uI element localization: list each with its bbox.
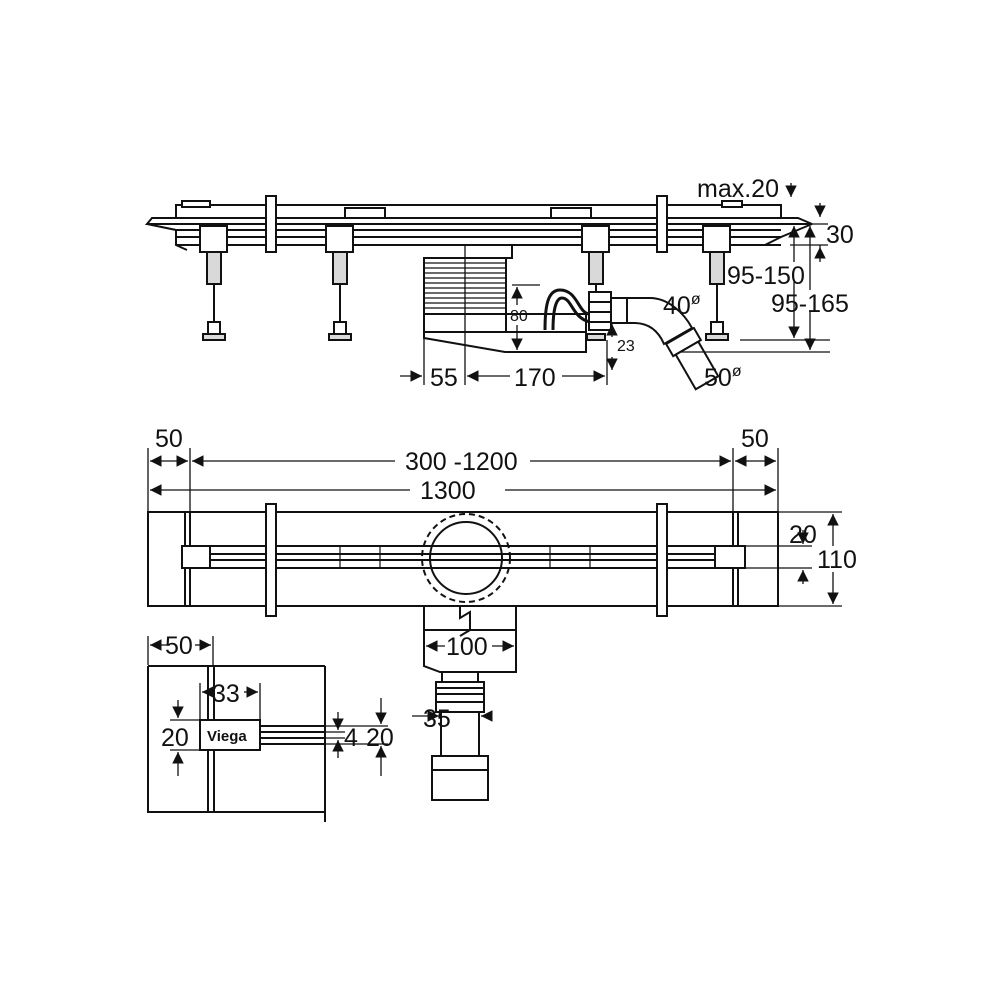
dim-80: 80 bbox=[510, 308, 528, 325]
detail-view: 50 Viega 33 20 4 20 bbox=[147, 632, 394, 822]
dim-cap-20: 20 bbox=[161, 724, 189, 752]
dim-max-20: max.20 bbox=[697, 175, 779, 203]
dim-170: 170 bbox=[514, 364, 556, 392]
dim-detail-margin-50: 50 bbox=[165, 632, 193, 660]
dim-total-width-110: 110 bbox=[817, 546, 857, 574]
dim-channel-length: 300 -1200 bbox=[405, 448, 518, 476]
break-mark bbox=[265, 195, 277, 253]
dim-slot-20: 20 bbox=[366, 724, 394, 752]
break-mark bbox=[656, 195, 668, 253]
dim-total-1300: 1300 bbox=[420, 477, 476, 505]
dim-95-165: 95-165 bbox=[771, 290, 849, 318]
top-view: 50 300 -1200 50 1300 100 bbox=[147, 425, 857, 801]
dim-23: 23 bbox=[617, 338, 635, 355]
dim-diameter-50: 50ø bbox=[704, 363, 742, 392]
dim-outlet-100: 100 bbox=[446, 633, 488, 661]
dim-slot-gap-4: 4 bbox=[344, 724, 358, 752]
dim-outlet-35: 35 bbox=[423, 705, 451, 733]
outlet-pipe: 35 bbox=[412, 671, 493, 801]
dim-diameter-40: 40ø bbox=[663, 291, 701, 320]
adjustable-foot bbox=[325, 225, 354, 341]
viega-logo: Viega bbox=[207, 728, 247, 745]
dim-margin-left-50: 50 bbox=[155, 425, 183, 453]
side-view: max.20 30 95-150 95-165 80 23 40ø 50ø 5 bbox=[144, 175, 854, 392]
dim-cap-33: 33 bbox=[212, 680, 240, 708]
adjustable-foot bbox=[199, 225, 228, 341]
break-mark bbox=[265, 503, 277, 617]
break-mark bbox=[656, 503, 668, 617]
dim-95-150: 95-150 bbox=[727, 262, 805, 290]
dim-margin-right-50: 50 bbox=[741, 425, 769, 453]
dim-slot-20: 20 bbox=[789, 521, 817, 549]
dim-55: 55 bbox=[430, 364, 458, 392]
adjustable-foot bbox=[702, 225, 731, 341]
dim-30: 30 bbox=[826, 221, 854, 249]
